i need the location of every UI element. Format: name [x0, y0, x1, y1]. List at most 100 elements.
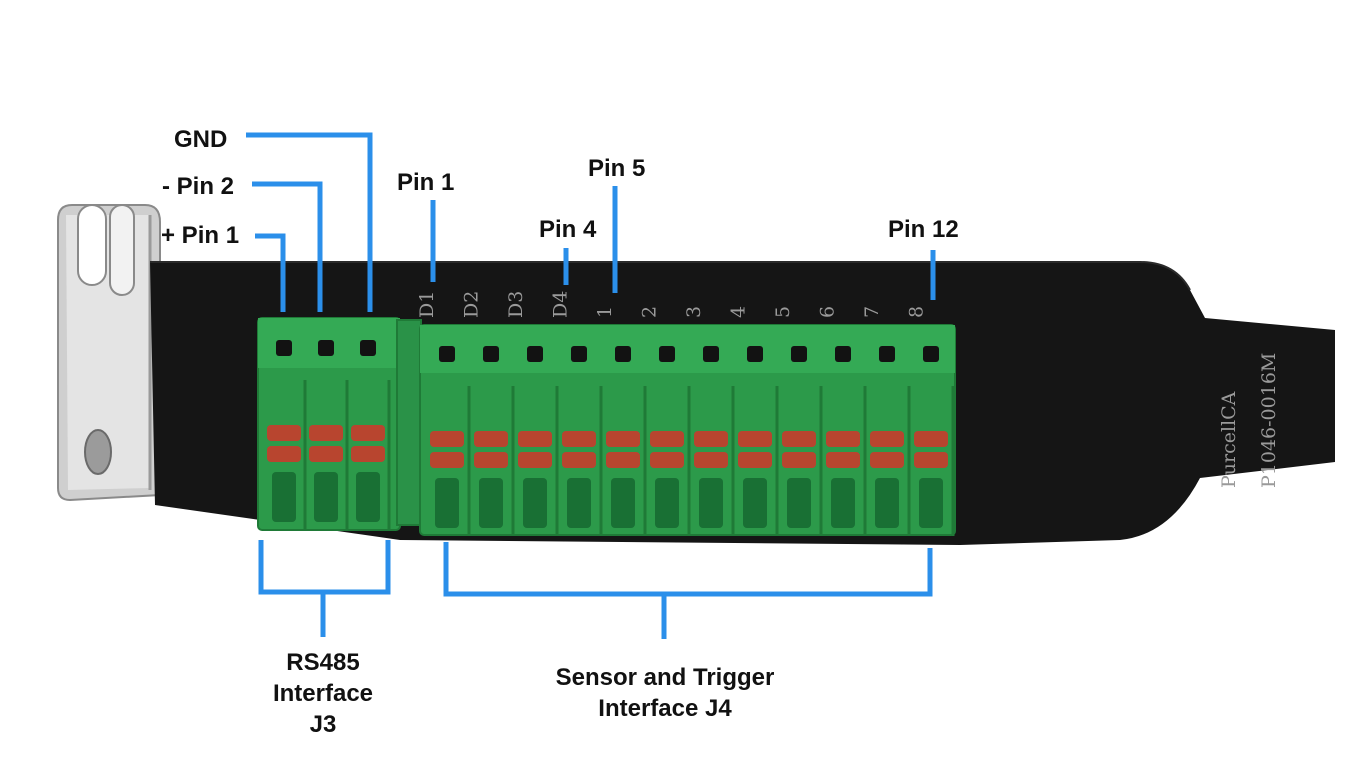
j4-release-button-bottom [474, 452, 508, 468]
silk-pin-mark: 2 [639, 306, 661, 318]
j4-divider [555, 386, 559, 536]
board-text-1: PurcellCA [1218, 391, 1240, 488]
j4-release-button-top [518, 431, 552, 447]
j4-release-button-top [562, 431, 596, 447]
j4-divider [467, 386, 471, 536]
j4-release-button-top [826, 431, 860, 447]
plus-pin-1-leader-line [255, 233, 286, 312]
gnd-label: GND [174, 126, 228, 153]
j3-wire-hole [276, 340, 292, 356]
j4-wire-hole [439, 346, 455, 362]
j4-divider [907, 386, 911, 536]
j4-clamp-slot [919, 478, 943, 528]
j3-group-label: RS485 Interface J3 [223, 647, 423, 740]
j4-wire-hole [879, 346, 895, 362]
silk-pin-mark: D2 [461, 291, 483, 318]
silk-pin-mark: 7 [861, 306, 883, 318]
j3-group-label-line-3: J3 [309, 711, 337, 738]
j3-terminal-1 [267, 340, 307, 530]
j4-release-button-top [474, 431, 508, 447]
j4-wire-hole [703, 346, 719, 362]
j4-release-button-bottom [914, 452, 948, 468]
j4-release-button-top [782, 431, 816, 447]
j4-terminal-block [419, 324, 956, 536]
j3-terminal-2 [309, 340, 349, 530]
j4-terminal-2 [474, 346, 515, 536]
j3-divider [303, 380, 307, 530]
j3-group-label-line-2: Interface [272, 680, 374, 707]
j4-terminal-3 [518, 346, 559, 536]
j4-terminal-8 [738, 346, 779, 536]
silk-pin-mark: 4 [728, 306, 750, 318]
j4-clamp-slot [787, 478, 811, 528]
silk-pin-mark: 1 [594, 306, 616, 318]
j4-pin-1-label: Pin 1 [397, 169, 455, 196]
j4-divider [599, 386, 603, 536]
j4-wire-hole [483, 346, 499, 362]
j3-group-bracket [258, 540, 391, 595]
j4-release-button-bottom [562, 452, 596, 468]
j3-clamp-slot [272, 472, 296, 522]
silk-pin-mark: 5 [772, 306, 794, 318]
j4-release-button-bottom [694, 452, 728, 468]
j3-wire-hole [360, 340, 376, 356]
silk-pin-mark: D1 [416, 291, 438, 318]
j4-divider [775, 386, 779, 536]
j4-terminal-10 [826, 346, 867, 536]
plus-pin-1-label: + Pin 1 [161, 222, 240, 249]
j4-terminal-7 [694, 346, 735, 536]
j4-release-button-top [430, 431, 464, 447]
j3-divider [387, 380, 391, 530]
j4-group-label: Sensor and Trigger Interface J4 [515, 662, 815, 724]
j4-terminal-4 [562, 346, 603, 536]
j3-clamp-slot [314, 472, 338, 522]
board-text-2: P1046-0016M [1258, 353, 1280, 488]
j4-divider [951, 386, 955, 536]
j4-release-button-bottom [650, 452, 684, 468]
j4-divider [819, 386, 823, 536]
j4-release-button-top [650, 431, 684, 447]
j4-release-button-top [738, 431, 772, 447]
j4-clamp-slot [875, 478, 899, 528]
j4-divider [511, 386, 515, 536]
j4-wire-hole [527, 346, 543, 362]
j4-divider [687, 386, 691, 536]
silk-pin-mark: 8 [906, 306, 928, 318]
silk-pin-mark: D3 [505, 291, 527, 318]
j3-release-button-bottom [267, 446, 301, 462]
j4-clamp-slot [479, 478, 503, 528]
j4-group-label-line-2: Interface J4 [598, 695, 732, 722]
j4-terminal-11 [870, 346, 911, 536]
j4-release-button-top [694, 431, 728, 447]
j4-release-button-bottom [870, 452, 904, 468]
silk-pin-mark: 3 [683, 306, 705, 318]
j3-divider [345, 380, 349, 530]
j4-clamp-slot [435, 478, 459, 528]
leader-lines [246, 132, 936, 639]
j4-divider [731, 386, 735, 536]
gnd-leader-line [246, 132, 373, 312]
silk-pin-mark: 6 [817, 306, 839, 318]
j4-release-button-bottom [826, 452, 860, 468]
j4-pin-12-label: Pin 12 [888, 216, 959, 243]
j4-terminal-1 [430, 346, 471, 536]
j4-divider [863, 386, 867, 536]
j4-clamp-slot [699, 478, 723, 528]
j4-terminal-12 [914, 346, 955, 536]
j4-release-button-bottom [430, 452, 464, 468]
j3-terminal-3 [351, 340, 391, 530]
j3-release-button-bottom [309, 446, 343, 462]
j4-clamp-slot [567, 478, 591, 528]
j4-terminal-9 [782, 346, 823, 536]
j4-release-button-bottom [738, 452, 772, 468]
j4-wire-hole [659, 346, 675, 362]
j4-release-button-bottom [782, 452, 816, 468]
j4-clamp-slot [655, 478, 679, 528]
j4-release-button-top [914, 431, 948, 447]
j4-pin-5-label: Pin 5 [588, 155, 646, 182]
j4-wire-hole [571, 346, 587, 362]
j4-pin-4-label: Pin 4 [539, 216, 597, 243]
j4-wire-hole [835, 346, 851, 362]
